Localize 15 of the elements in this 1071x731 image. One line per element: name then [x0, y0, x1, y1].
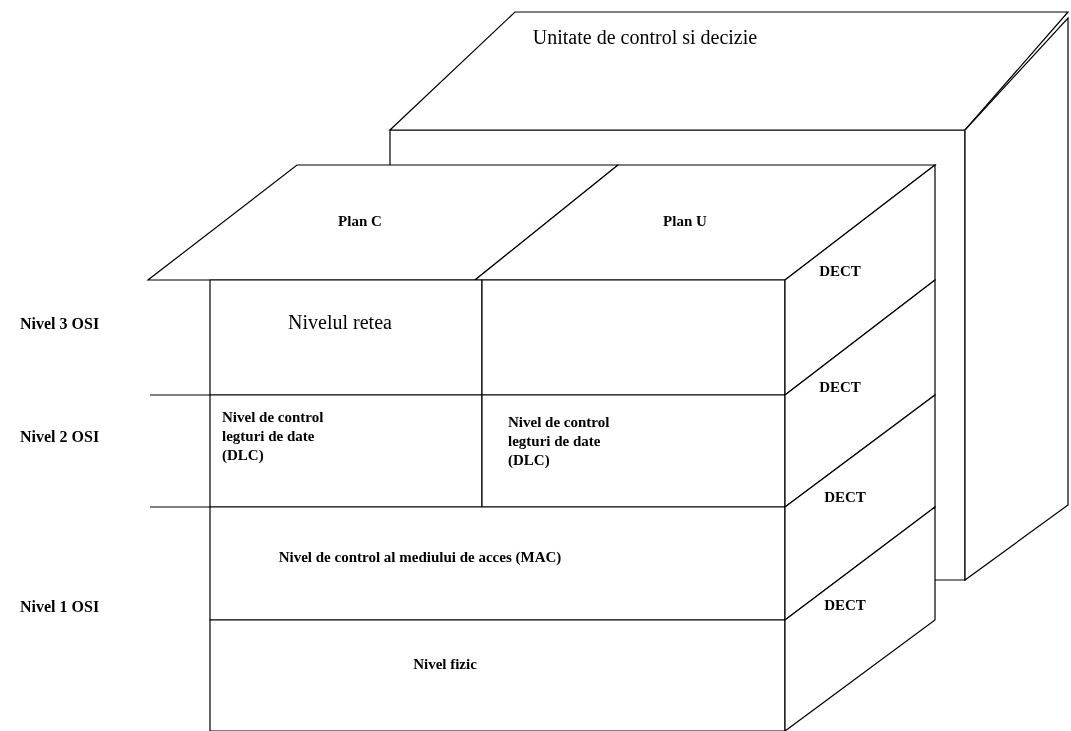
layer-label: Nivel de control legturi de date (DLC): [222, 408, 325, 465]
layer-label: DECT: [818, 262, 862, 281]
layer-label: DECT: [818, 378, 862, 397]
layer-label: Unitate de control si decizie: [531, 25, 759, 50]
layer-label: Plan C: [337, 212, 383, 231]
layer-label: Nivel de control al mediului de acces (MAC): [277, 548, 563, 567]
layer-label: DECT: [823, 596, 867, 615]
layer-label: Nivel fizic: [412, 655, 478, 674]
layer-label: DECT: [823, 488, 867, 507]
osi-level-label: Nivel 3 OSI: [20, 315, 100, 333]
layer-label: Nivelul retea: [287, 310, 393, 335]
osi-level-label: Nivel 2 OSI: [20, 428, 100, 446]
layer-label: Nivel de control legturi de date (DLC): [508, 413, 611, 470]
layer-label: Plan U: [662, 212, 708, 231]
osi-level-label: Nivel 1 OSI: [20, 598, 100, 616]
